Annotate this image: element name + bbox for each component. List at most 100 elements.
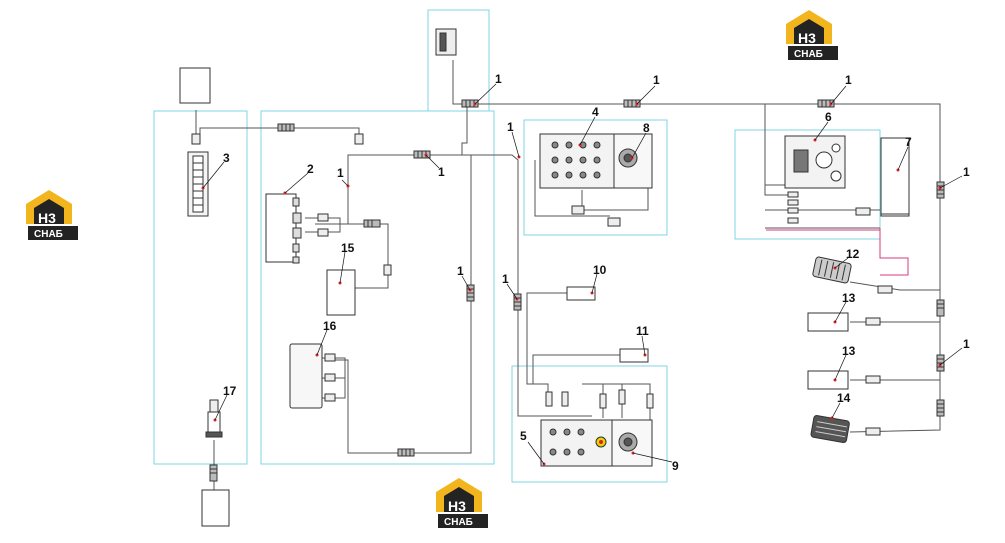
component-14 bbox=[810, 415, 850, 443]
callout-1: 1 bbox=[845, 73, 852, 87]
callout-14: 14 bbox=[837, 391, 851, 405]
callout-1: 1 bbox=[438, 165, 445, 179]
logo-bottom: H3 СНАБ bbox=[436, 478, 488, 528]
callout-16: 16 bbox=[323, 319, 337, 333]
callout-1: 1 bbox=[495, 72, 502, 86]
logo-big-text: H3 bbox=[448, 498, 466, 514]
coil-12 bbox=[936, 354, 945, 372]
trunk-top bbox=[452, 60, 941, 433]
plug bbox=[324, 373, 336, 382]
callout-1: 1 bbox=[653, 73, 660, 87]
coil-11 bbox=[936, 299, 945, 317]
component-13-a bbox=[807, 312, 849, 332]
component-10 bbox=[566, 286, 596, 301]
callout-9: 9 bbox=[672, 459, 679, 473]
plug bbox=[354, 133, 364, 145]
plug bbox=[787, 191, 799, 198]
frame-console-5 bbox=[511, 365, 668, 483]
frame-top-device bbox=[427, 9, 490, 112]
box-top-left bbox=[179, 67, 211, 104]
frame-console-4 bbox=[523, 119, 668, 236]
logo-small-text: СНАБ bbox=[794, 49, 823, 60]
callout-11: 11 bbox=[636, 324, 649, 338]
callout-3: 3 bbox=[223, 151, 230, 165]
plug bbox=[618, 389, 626, 405]
plug bbox=[324, 353, 336, 362]
wire-5-top bbox=[582, 383, 651, 420]
frame-center-panel bbox=[260, 110, 495, 465]
logo-small-text: СНАБ bbox=[444, 517, 473, 528]
plug bbox=[599, 393, 607, 409]
coil-7 bbox=[466, 284, 475, 302]
wire-10 bbox=[526, 292, 567, 392]
component-7 bbox=[880, 137, 910, 217]
callout-10: 10 bbox=[593, 263, 607, 277]
coil-4 bbox=[413, 150, 431, 159]
component-13-b bbox=[807, 370, 849, 390]
plug bbox=[865, 317, 881, 326]
callout-1: 1 bbox=[963, 337, 970, 351]
plug bbox=[383, 264, 392, 276]
coil-6 bbox=[363, 219, 381, 228]
frame-left-panel bbox=[153, 110, 248, 465]
coil-8 bbox=[397, 448, 415, 457]
plug bbox=[561, 391, 569, 407]
coil-5 bbox=[277, 123, 295, 132]
plug bbox=[545, 391, 553, 407]
harness-center bbox=[315, 104, 468, 225]
coil-3 bbox=[817, 99, 835, 108]
component-12 bbox=[812, 256, 852, 284]
plug bbox=[855, 207, 871, 216]
plug bbox=[865, 427, 881, 436]
plug bbox=[787, 199, 799, 206]
coil-14 bbox=[209, 464, 218, 482]
plug bbox=[571, 205, 585, 215]
callout-17: 17 bbox=[223, 384, 237, 398]
wire-2-b bbox=[330, 223, 389, 289]
coil-13 bbox=[936, 399, 945, 417]
logo-top-right: H3 СНАБ bbox=[786, 10, 838, 60]
component-17 bbox=[207, 411, 221, 433]
plug bbox=[324, 393, 336, 402]
callout-8: 8 bbox=[643, 121, 650, 135]
console-4 bbox=[539, 133, 617, 189]
callout-1: 1 bbox=[457, 264, 464, 278]
component-2 bbox=[265, 193, 297, 263]
callout-1: 1 bbox=[507, 120, 514, 134]
callout-13: 13 bbox=[842, 344, 856, 358]
coil-2 bbox=[623, 99, 641, 108]
harness-center-2 bbox=[462, 154, 592, 417]
logo-big-text: H3 bbox=[798, 30, 816, 46]
callout-6: 6 bbox=[825, 110, 832, 124]
plug bbox=[787, 217, 799, 224]
harness-right-center bbox=[330, 155, 472, 454]
plug bbox=[607, 217, 621, 227]
callout-7: 7 bbox=[905, 135, 912, 149]
console-5-switches bbox=[549, 428, 585, 456]
component-16 bbox=[289, 343, 323, 409]
accent-wire-7 bbox=[879, 228, 909, 276]
callout-13: 13 bbox=[842, 291, 856, 305]
wire-11 bbox=[532, 354, 620, 384]
callout-12: 12 bbox=[846, 247, 860, 261]
plug bbox=[787, 207, 799, 214]
frame-console-6 bbox=[734, 129, 881, 240]
plug bbox=[877, 285, 893, 294]
callout-5: 5 bbox=[520, 429, 527, 443]
callout-labels: 1 1 1 1 1 1 1 1 1 1 2 3 4 5 6 7 8 9 10 1… bbox=[223, 72, 970, 473]
component-11 bbox=[619, 348, 649, 363]
box-bottom-left bbox=[201, 489, 230, 527]
logo-left: H3 СНАБ bbox=[26, 190, 78, 240]
components bbox=[179, 28, 910, 527]
callout-1: 1 bbox=[963, 165, 970, 179]
leader-lines bbox=[202, 83, 963, 465]
callout-4: 4 bbox=[592, 105, 599, 119]
wire-6 bbox=[764, 104, 790, 196]
coil-10 bbox=[936, 181, 945, 199]
console-4-switches bbox=[551, 141, 601, 179]
assembly-frames bbox=[153, 9, 881, 483]
plug bbox=[317, 228, 329, 237]
callout-1: 1 bbox=[502, 272, 509, 286]
plug bbox=[865, 375, 881, 384]
